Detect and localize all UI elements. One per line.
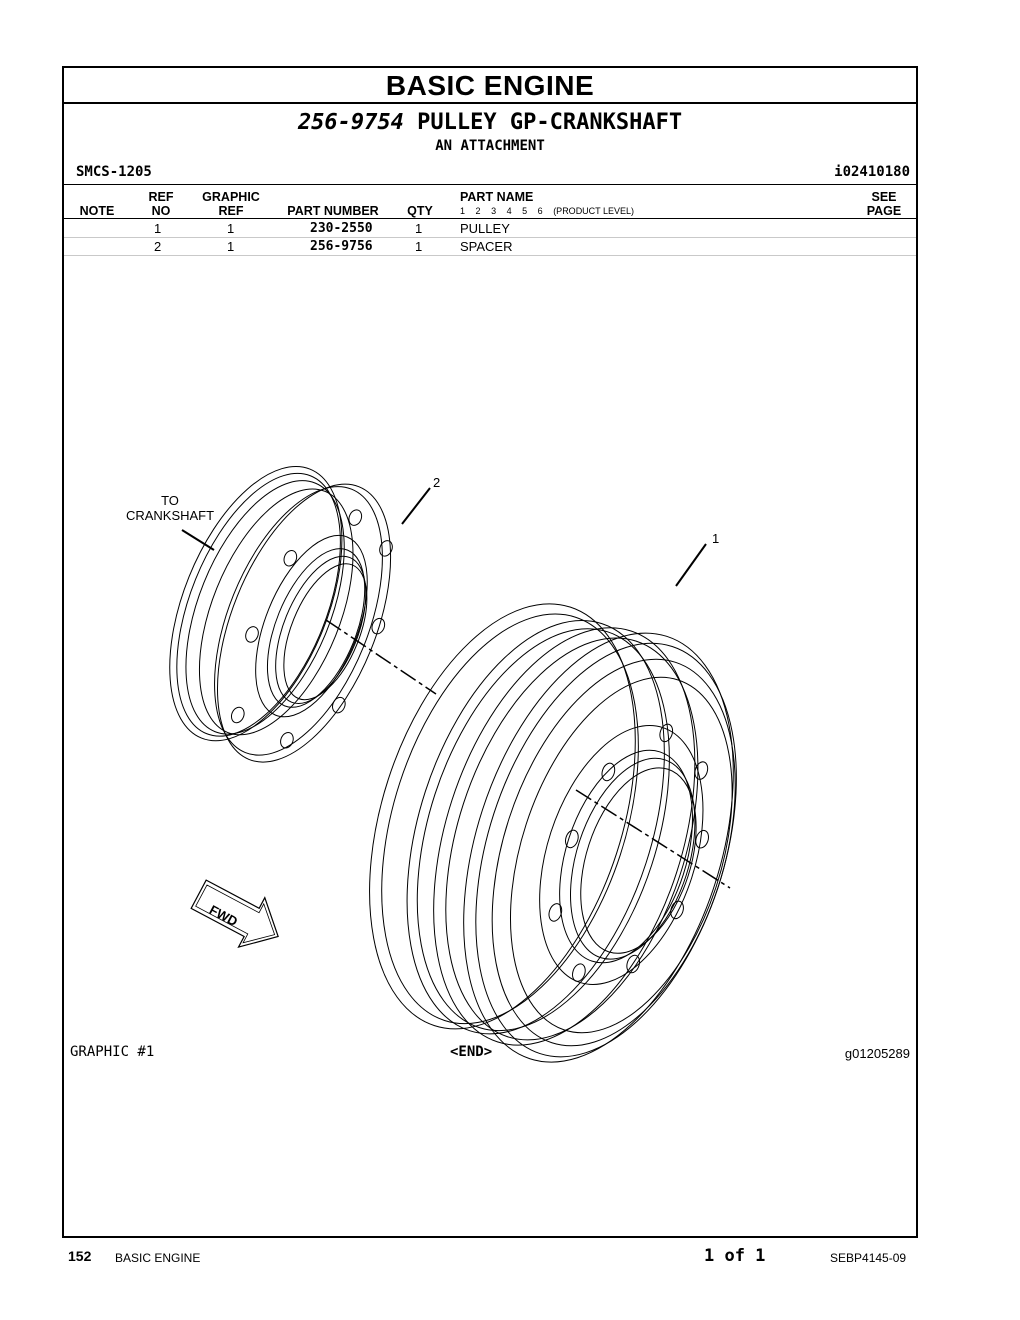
smcs-code: SMCS-1205 [76,164,152,180]
col-ref-no-line2: NO [151,204,171,218]
part-2-graphic-ref: 1 [227,239,235,254]
product-levels: 1 2 3 4 5 6 (PRODUCT LEVEL) [460,206,642,216]
column-header-rule [64,218,916,219]
row-divider [64,237,916,238]
callout-1: 1 [712,531,720,546]
graphic-id: g01205289 [844,1046,910,1061]
end-label: <END> [450,1044,493,1060]
footer-page-number: 152 [68,1248,92,1264]
pulley-illustration [169,466,737,1063]
section-title: BASIC ENGINE [64,68,916,104]
col-graphic-ref-line1: GRAPHIC [202,190,260,204]
group-title: 256-9754 PULLEY GP-CRANKSHAFT [64,110,916,135]
callout-to-crankshaft-line2: CRANKSHAFT [125,508,215,523]
part-2-ref-no: 2 [154,239,162,254]
col-ref-no-line1: REF [148,190,174,204]
page-frame: BASIC ENGINE 256-9754 PULLEY GP-CRANKSHA… [62,66,918,1238]
part-2-part-name: SPACER [460,239,513,254]
col-graphic-ref: GRAPHIC REF [194,190,268,218]
part-1-part-number: 230-2550 [310,221,373,236]
product-level-4: 4 [506,206,512,216]
graphic-label: GRAPHIC #1 [70,1044,155,1060]
part-1-qty: 1 [415,221,423,236]
col-part-name: PART NAME [460,190,534,204]
footer-section: BASIC ENGINE [115,1251,201,1265]
product-level-2: 2 [475,206,481,216]
callout-to-crankshaft-line1: TO [161,493,179,508]
part-2-part-number: 256-9756 [310,239,373,254]
group-name: PULLEY GP-CRANKSHAFT [417,110,683,135]
part-2-qty: 1 [415,239,423,254]
group-part-number: 256-9754 [297,110,404,135]
callout-to-crankshaft: TO CRANKSHAFT [124,493,216,523]
part-1-ref-no: 1 [154,221,162,236]
attachment-label: AN ATTACHMENT [435,138,545,154]
col-ref-no: REF NO [136,190,186,218]
row-divider [64,255,916,256]
product-level-3: 3 [491,206,497,216]
product-level-6: 6 [537,206,543,216]
product-level-label: (PRODUCT LEVEL) [553,206,635,216]
footer-doc-number: SEBP4145-09 [830,1251,907,1265]
col-note: NOTE [79,204,115,218]
pulley-drawing [369,603,737,1063]
col-see-page-line1: SEE [871,190,897,204]
callout-2: 2 [433,475,441,490]
document-id: i02410180 [834,164,910,180]
part-1-graphic-ref: 1 [227,221,235,236]
header-rule [64,184,916,185]
part-1-part-name: PULLEY [460,221,510,236]
col-graphic-ref-line2: REF [218,204,244,218]
fwd-arrow [190,879,279,949]
col-see-page: SEE PAGE [854,190,914,218]
product-level-5: 5 [522,206,528,216]
col-see-page-line2: PAGE [866,204,902,218]
product-level-1: 1 [460,206,466,216]
col-qty: QTY [407,204,433,218]
col-part-number: PART NUMBER [287,204,379,218]
footer-page-of: 1 of 1 [704,1246,766,1266]
